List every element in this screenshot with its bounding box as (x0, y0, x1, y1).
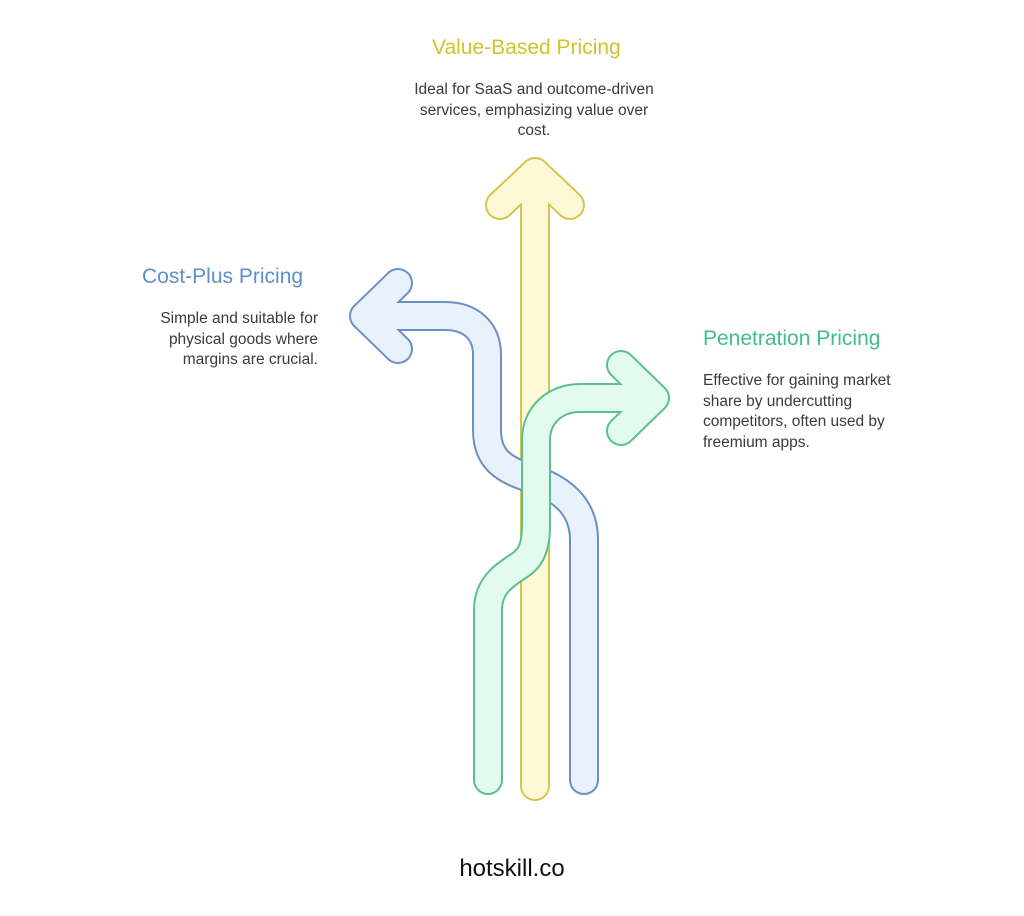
value-based-description: Ideal for SaaS and outcome-driven servic… (414, 81, 654, 139)
value-based-title: Value-Based Pricing (432, 36, 621, 59)
cost-plus-arrow (349, 268, 599, 795)
penetration-title: Penetration Pricing (703, 327, 881, 350)
cost-plus-title: Cost-Plus Pricing (142, 265, 304, 288)
penetration-description: Effective for gaining market share by un… (703, 372, 891, 451)
penetration-arrow (473, 350, 670, 795)
cost-plus-description: Simple and suitable for physical goods w… (160, 310, 318, 368)
footer-brand: hotskill.co (459, 855, 565, 882)
